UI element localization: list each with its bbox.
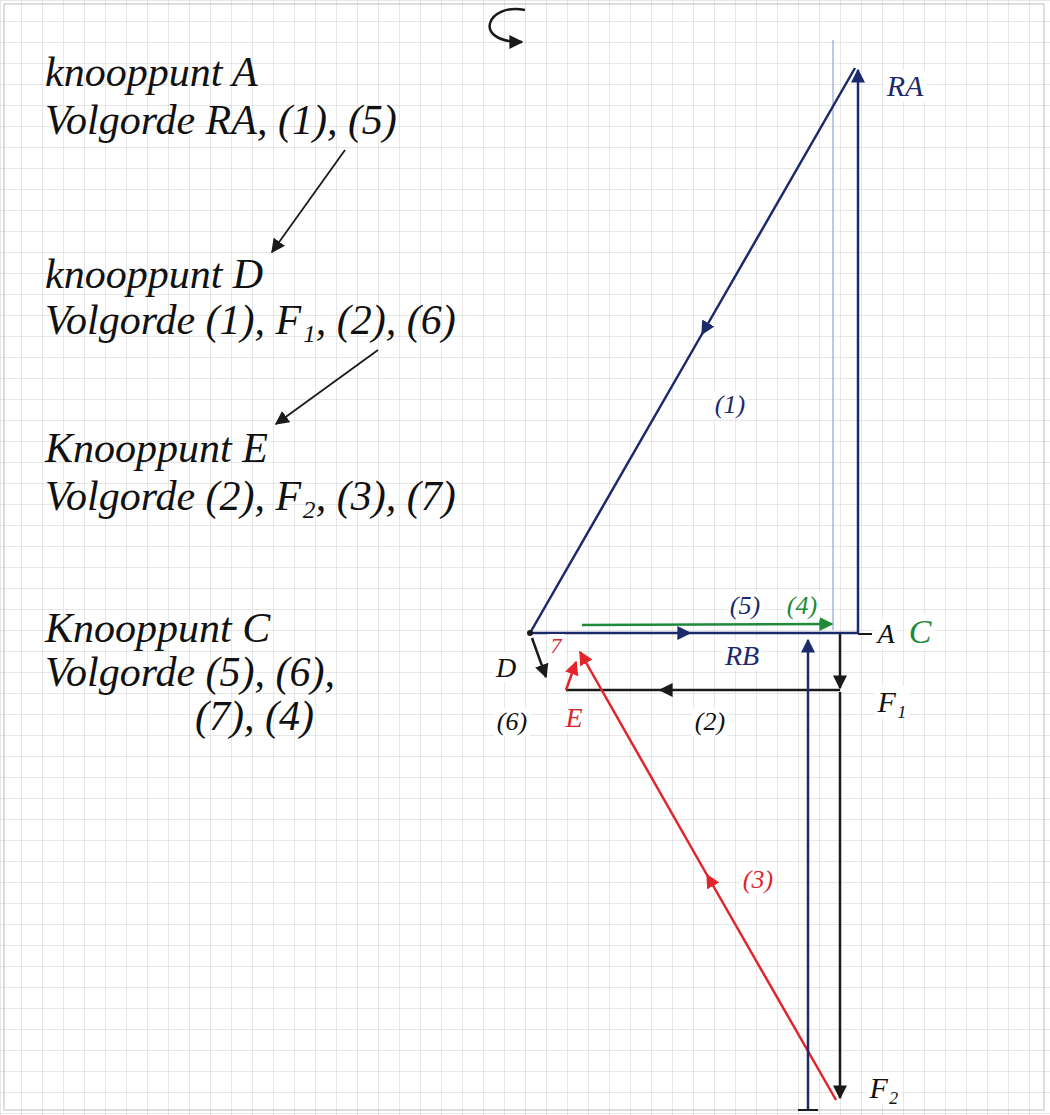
reference-arrow — [276, 350, 378, 424]
point-label: C — [906, 614, 935, 650]
point-label: D — [493, 653, 519, 683]
member-label: (2) — [692, 708, 728, 736]
load-f1 — [839, 634, 842, 688]
force-label: F₁ — [875, 686, 910, 718]
member-label: 7 — [548, 634, 565, 658]
member-5 — [530, 632, 858, 635]
member-7 — [566, 662, 576, 690]
rotation-arrow — [490, 9, 525, 42]
member-1 — [530, 68, 855, 633]
reference-arrow — [272, 150, 345, 252]
note-line: Volgorde (5), (6), (7), (4) — [45, 650, 375, 738]
node-point — [527, 630, 533, 636]
member-label: (6) — [494, 708, 530, 736]
member-label: (1) — [712, 391, 748, 419]
member-2 — [566, 689, 840, 692]
point-tick — [858, 633, 872, 635]
member-label: (5) — [727, 592, 763, 620]
note-heading: knooppunt D — [45, 250, 263, 298]
reaction-ra — [857, 70, 860, 634]
note-line: Volgorde (2), F₂, (3), (7) — [45, 472, 456, 520]
reaction-rb — [807, 640, 810, 1110]
load-f2 — [839, 692, 842, 1098]
point-label: A — [874, 619, 897, 649]
note-heading: Knooppunt C — [45, 604, 270, 652]
note-heading: knooppunt A — [45, 48, 258, 96]
member-label: (4) — [784, 592, 820, 620]
point-tick — [798, 1109, 818, 1111]
page-border — [4, 4, 1044, 1110]
member-label: (3) — [740, 866, 776, 894]
point-label: E — [562, 703, 585, 733]
member-4 — [582, 624, 832, 625]
force-label: RB — [722, 641, 762, 671]
member-3 — [580, 652, 836, 1100]
note-line: Volgorde (1), F₁, (2), (6) — [45, 296, 456, 344]
member-6 — [532, 638, 546, 677]
construction-line — [832, 40, 833, 630]
force-label: RA — [884, 70, 927, 102]
force-label: F₂ — [867, 1072, 902, 1104]
note-line: Volgorde RA, (1), (5) — [45, 96, 397, 144]
note-heading: Knooppunt E — [45, 424, 268, 472]
